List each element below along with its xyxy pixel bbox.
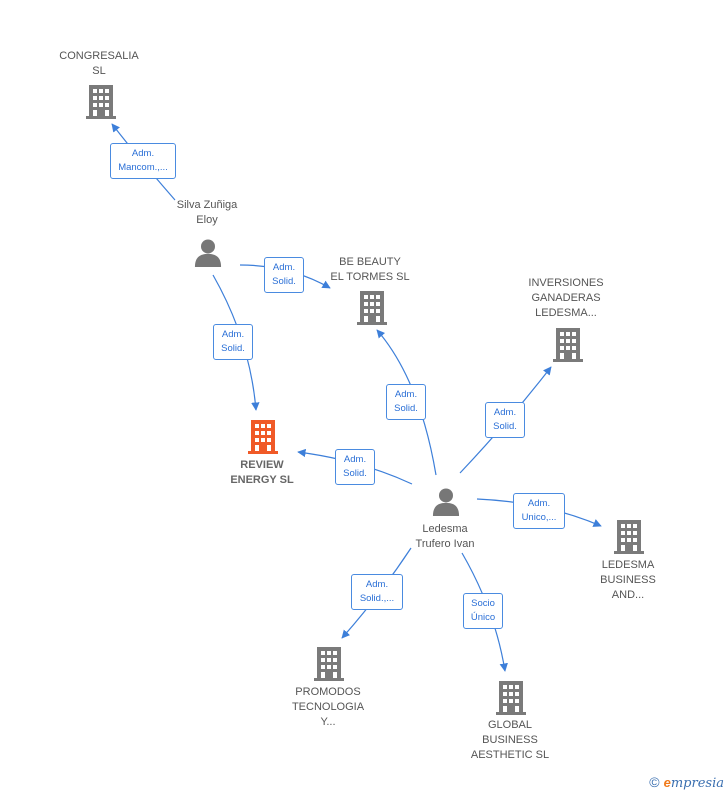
edge-label-line2: Mancom.,... <box>118 162 168 173</box>
silva-label[interactable]: Silva Zuñiga Eloy <box>177 198 238 228</box>
be-beauty-building-icon <box>357 291 387 325</box>
ledesma-label-line2: Trufero Ivan <box>415 538 475 550</box>
edge-label-line1: Adm. <box>365 579 389 590</box>
ledesma-label[interactable]: Ledesma Trufero Ivan <box>416 522 475 552</box>
inversiones-label-line1: INVERSIONES <box>528 277 604 289</box>
edge-label-silva-congresalia[interactable]: Adm. Mancom.,... <box>110 143 176 179</box>
be-beauty-label-line1: BE BEAUTY <box>339 256 401 268</box>
ledesma-business-label-line2: BUSINESS <box>600 574 656 586</box>
edge-label-line2: Solid.,... <box>359 593 395 604</box>
be-beauty-label-line2: EL TORMES SL <box>330 271 410 283</box>
inversiones-label[interactable]: INVERSIONES GANADERAS LEDESMA... <box>528 276 603 321</box>
ledesma-business-label[interactable]: LEDESMA BUSINESS AND... <box>600 558 656 603</box>
edge-label-line1: Adm. <box>493 407 517 418</box>
edge-label-ledesma-business[interactable]: Adm. Unico,... <box>513 493 565 529</box>
edge-label-line2: Unico,... <box>521 512 557 523</box>
congresalia-label-line2: SL <box>92 65 106 77</box>
promodos-building-icon <box>314 647 344 681</box>
ledesma-person-icon <box>432 488 460 516</box>
edge-label-line2: Solid. <box>493 421 517 432</box>
edge-label-ledesma-promodos[interactable]: Adm. Solid.,... <box>351 574 403 610</box>
silva-label-line2: Eloy <box>196 214 218 226</box>
review-building-icon <box>248 420 278 454</box>
inversiones-label-line2: GANADERAS <box>531 292 601 304</box>
brand-rest: mpresia <box>670 776 724 791</box>
congresalia-label[interactable]: CONGRESALIA SL <box>59 49 138 79</box>
edge-label-line1: Adm. <box>131 148 155 159</box>
edge-label-line2: Solid. <box>221 343 245 354</box>
edge-label-line2: Solid. <box>272 276 296 287</box>
inversiones-building-icon <box>553 328 583 362</box>
edge-label-line1: Adm. <box>394 389 418 400</box>
edge-label-line1: Adm. <box>221 329 245 340</box>
edge-label-ledesma-bebeauty[interactable]: Adm. Solid. <box>386 384 426 420</box>
brand-e: e <box>663 775 671 790</box>
review-label-line1: REVIEW <box>240 459 284 471</box>
edge-label-line2: Único <box>470 612 496 623</box>
global-label-line2: BUSINESS <box>482 734 538 746</box>
global-label[interactable]: GLOBAL BUSINESS AESTHETIC SL <box>471 718 549 763</box>
be-beauty-label[interactable]: BE BEAUTY EL TORMES SL <box>330 255 409 285</box>
review-label-line2: ENERGY SL <box>230 474 294 486</box>
global-label-line1: GLOBAL <box>487 719 533 731</box>
promodos-label-line3: Y... <box>320 716 336 728</box>
ledesma-business-building-icon <box>614 520 644 554</box>
congresalia-label-line1: CONGRESALIA <box>59 50 139 62</box>
inversiones-label-line3: LEDESMA... <box>535 307 597 319</box>
promodos-label-line2: TECNOLOGIA <box>291 701 365 713</box>
copyright-icon: © <box>649 774 660 790</box>
global-label-line3: AESTHETIC SL <box>470 749 550 761</box>
promodos-label-line1: PROMODOS <box>295 686 361 698</box>
edge-label-line1: Adm. <box>527 498 551 509</box>
edge-label-silva-review[interactable]: Adm. Solid. <box>213 324 253 360</box>
edge-label-line1: Adm. <box>343 454 367 465</box>
silva-person-icon <box>194 239 222 267</box>
edge-label-line1: Socio <box>471 598 495 609</box>
promodos-label[interactable]: PROMODOS TECNOLOGIA Y... <box>292 685 364 730</box>
edge-label-line2: Solid. <box>394 403 418 414</box>
edge-label-ledesma-review[interactable]: Adm. Solid. <box>335 449 375 485</box>
edge-label-silva-bebeauty[interactable]: Adm. Solid. <box>264 257 304 293</box>
empresia-logo: ©empresia <box>649 774 724 791</box>
edge-label-ledesma-inversiones[interactable]: Adm. Solid. <box>485 402 525 438</box>
review-label[interactable]: REVIEW ENERGY SL <box>230 458 293 488</box>
edge-label-line2: Solid. <box>343 468 367 479</box>
ledesma-label-line1: Ledesma <box>422 523 468 535</box>
congresalia-building-icon <box>86 85 116 119</box>
silva-label-line1: Silva Zuñiga <box>176 199 238 211</box>
ledesma-business-label-line1: LEDESMA <box>601 559 655 571</box>
edge-label-line1: Adm. <box>272 262 296 273</box>
global-building-icon <box>496 681 526 715</box>
ledesma-business-label-line3: AND... <box>611 589 645 601</box>
edge-label-ledesma-global[interactable]: Socio Único <box>463 593 503 629</box>
